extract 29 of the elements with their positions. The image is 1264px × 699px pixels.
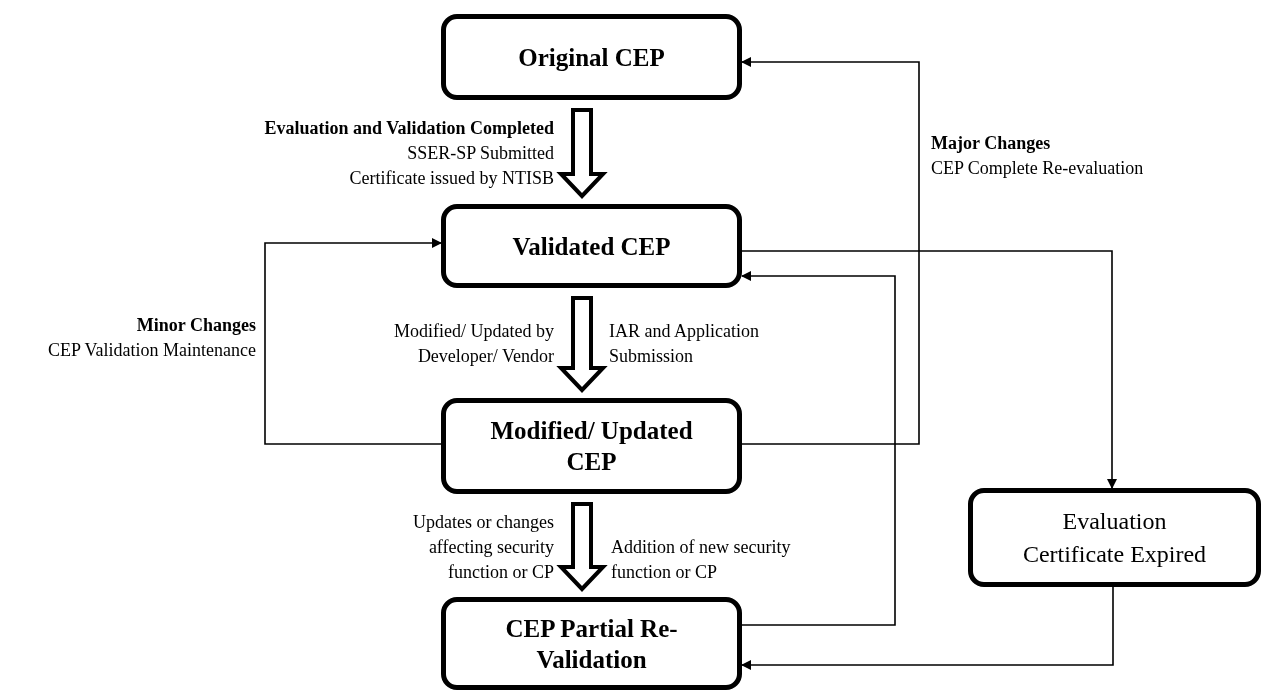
process-box — [441, 398, 742, 494]
process-box — [441, 204, 742, 288]
annotation-text: Updates or changes affecting security function or CP — [412, 511, 554, 584]
process-box — [968, 488, 1261, 587]
box-text: Validated CEP — [512, 231, 671, 262]
box-text: CEP Partial Re-Validation — [504, 613, 679, 675]
arrow — [741, 271, 896, 626]
hollow-arrow — [556, 502, 608, 592]
annotation-text: Addition of new security function or CP — [611, 536, 792, 584]
box-text: Modified/ Updated CEP — [489, 416, 694, 477]
process-box — [441, 14, 742, 100]
box-text: Original CEP — [518, 42, 665, 73]
arrow — [741, 586, 1114, 670]
arrow — [741, 57, 920, 445]
annotation-text: Evaluation and Validation Completed — [263, 117, 554, 140]
annotation-text: SSER-SP Submitted — [406, 142, 554, 165]
annotation-text: Minor Changes — [135, 314, 256, 337]
annotation-text: IAR and Application Submission — [609, 320, 760, 368]
arrow — [741, 250, 1117, 489]
annotation-text: CEP Validation Maintenance — [47, 339, 256, 362]
hollow-arrow — [556, 108, 608, 199]
arrow — [264, 238, 442, 445]
box-text: Evaluation Certificate Expired — [1021, 506, 1208, 569]
process-box — [441, 597, 742, 690]
annotation-text: Certificate issued by NTISB — [348, 167, 554, 190]
annotation-text: Major Changes — [931, 132, 1052, 155]
annotation-text: Modified/ Updated by Developer/ Vendor — [393, 320, 554, 368]
annotation-text: CEP Complete Re-evaluation — [931, 157, 1145, 180]
hollow-arrow — [556, 296, 608, 393]
